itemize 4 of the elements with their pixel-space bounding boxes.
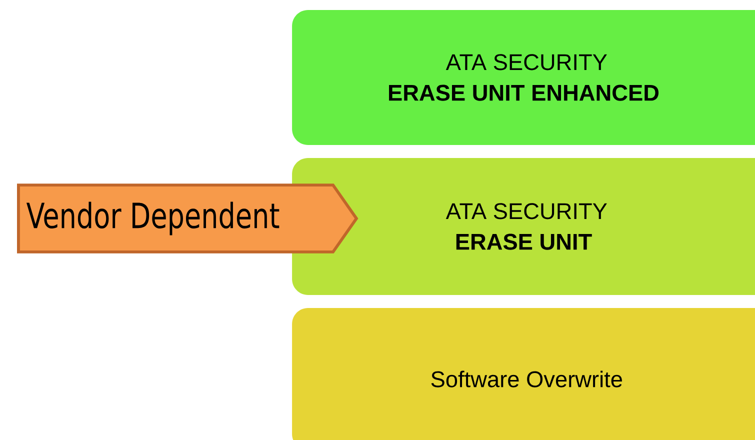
process-box: Software Overwrite [292,308,755,440]
process-box: ATA SECURITY ERASE UNIT [292,158,755,296]
arrow-tag: Vendor Dependent [17,184,358,254]
process-box: ATA SECURITY ERASE UNIT ENHANCED [292,10,755,145]
